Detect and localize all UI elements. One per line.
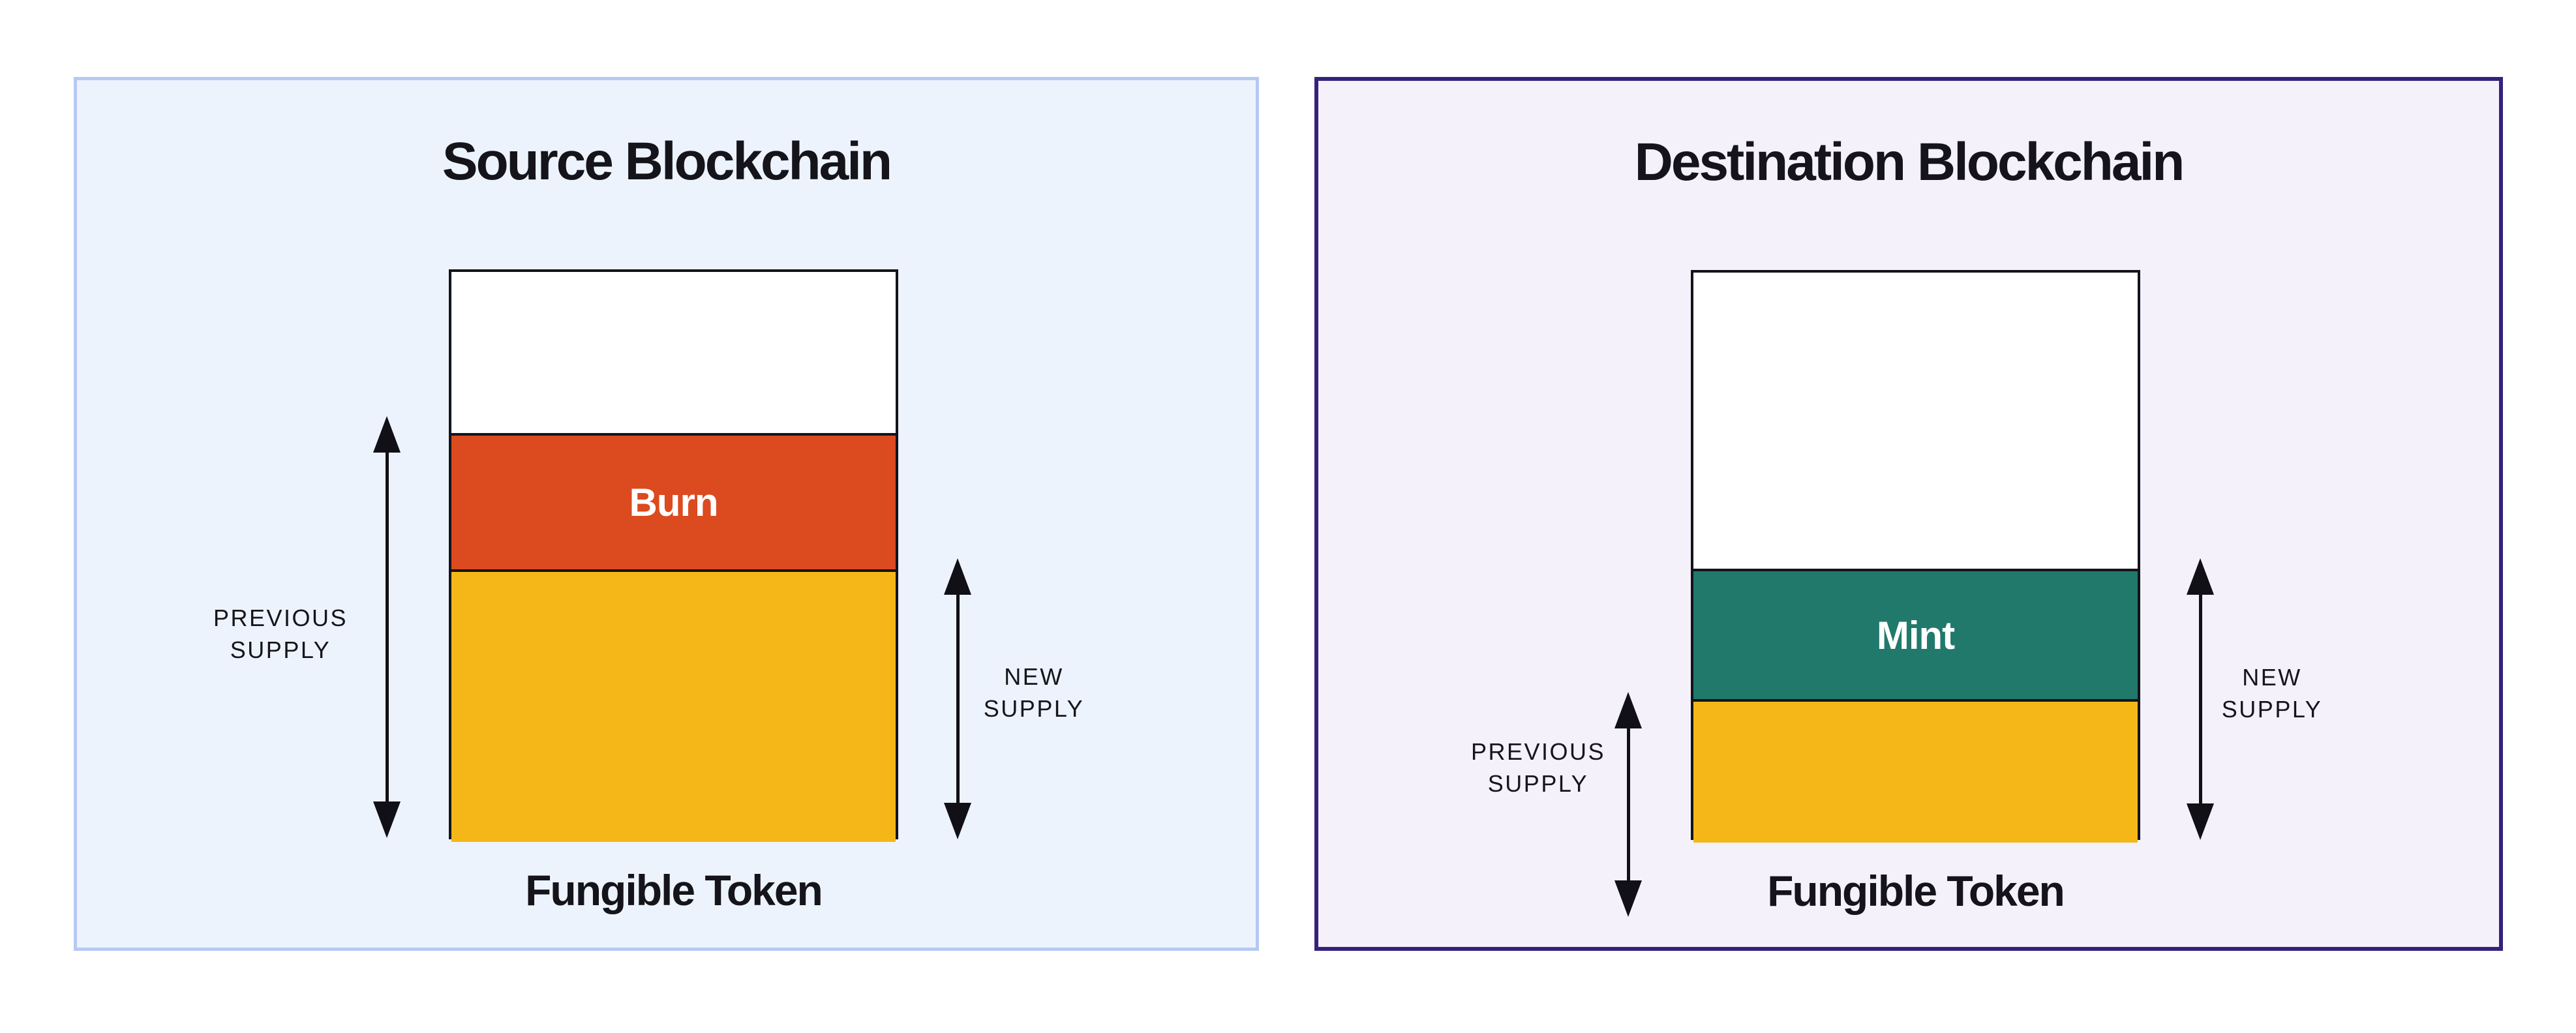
label-line-1: NEW <box>2242 664 2302 691</box>
arrow-down-head-icon <box>944 803 971 839</box>
source-panel-title: Source Blockchain <box>442 132 892 191</box>
destination-blockchain-panel: Destination Blockchain Mint PREVIOUS SUP… <box>1314 77 2503 951</box>
source-previous-supply-label: PREVIOUS SUPPLY <box>150 602 411 666</box>
label-line-2: SUPPLY <box>1487 770 1589 797</box>
destination-previous-supply-label: PREVIOUS SUPPLY <box>1408 736 1669 800</box>
arrow-down-head-icon <box>2187 803 2214 840</box>
destination-token-supply-bar: Mint <box>1691 270 2140 843</box>
destination-new-supply-label: NEW SUPPLY <box>2142 661 2402 725</box>
arrow-down-head-icon <box>1614 880 1642 917</box>
label-line-1: NEW <box>1004 663 1064 690</box>
destination-previous-supply-double-arrow-icon <box>1614 692 1642 917</box>
arrow-shaft <box>956 578 960 820</box>
destination-previous-supply-segment <box>1693 699 2138 843</box>
source-new-supply-double-arrow-icon <box>944 558 971 839</box>
label-line-2: SUPPLY <box>2221 696 2323 723</box>
arrow-shaft <box>2199 578 2202 820</box>
destination-new-supply-double-arrow-icon <box>2187 558 2214 840</box>
burn-segment-label: Burn <box>629 481 719 524</box>
source-previous-supply-double-arrow-icon <box>373 416 401 838</box>
label-line-1: PREVIOUS <box>213 605 348 631</box>
mint-segment-label: Mint <box>1876 613 1955 657</box>
source-token-supply-bar: Burn <box>449 269 898 842</box>
label-line-1: PREVIOUS <box>1470 738 1606 765</box>
arrow-shaft <box>386 436 389 818</box>
destination-panel-title: Destination Blockchain <box>1634 132 2185 192</box>
arrow-down-head-icon <box>373 801 401 838</box>
source-remaining-supply-segment <box>451 569 896 842</box>
source-new-supply-label: NEW SUPPLY <box>903 661 1164 725</box>
label-line-2: SUPPLY <box>230 636 331 663</box>
destination-token-caption: Fungible Token <box>1767 867 2065 915</box>
source-token-caption: Fungible Token <box>525 866 823 914</box>
source-blockchain-panel: Source Blockchain Burn PREVIOUS SUPPLY N… <box>74 77 1259 951</box>
mint-segment: Mint <box>1693 569 2138 699</box>
destination-unallocated-segment <box>1693 273 2138 569</box>
arrow-shaft <box>1627 711 1630 897</box>
source-unallocated-segment <box>451 272 896 433</box>
label-line-2: SUPPLY <box>983 695 1085 722</box>
burn-segment: Burn <box>451 433 896 569</box>
